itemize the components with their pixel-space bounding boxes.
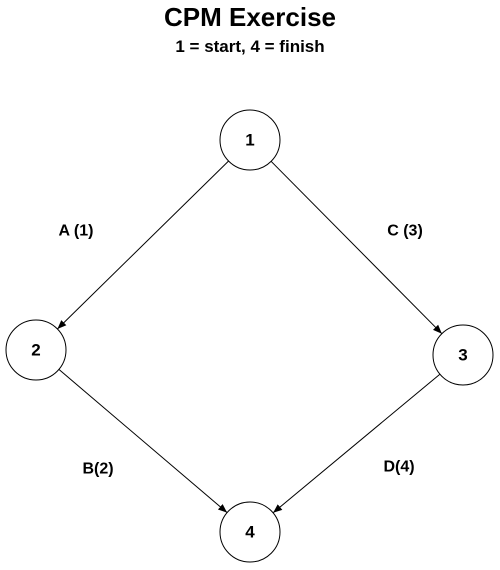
node-label-3: 3 bbox=[458, 346, 467, 365]
activity-label-c: C (3) bbox=[387, 223, 423, 240]
node-circle-2 bbox=[5, 319, 67, 381]
arrow-1-to-3 bbox=[270, 160, 443, 335]
edge-labels-layer: A (1) B(2) C (3) D(4) bbox=[59, 223, 423, 478]
node-label-4: 4 bbox=[245, 523, 255, 542]
activity-label-b: B(2) bbox=[82, 461, 113, 478]
diagram-subtitle: 1 = start, 4 = finish bbox=[175, 37, 325, 56]
node-label-2: 2 bbox=[31, 341, 40, 360]
node-4: 4 bbox=[219, 501, 281, 563]
arrow-3-to-4 bbox=[272, 373, 441, 514]
nodes-layer: 1 2 3 4 bbox=[5, 109, 494, 563]
node-3: 3 bbox=[432, 324, 494, 386]
node-2: 2 bbox=[5, 319, 67, 381]
node-circle-3 bbox=[432, 324, 494, 386]
edges-layer bbox=[57, 160, 443, 514]
node-circle-4 bbox=[219, 501, 281, 563]
diagram-title: CPM Exercise bbox=[164, 2, 336, 32]
arrow-2-to-4 bbox=[58, 369, 228, 513]
node-circle-1 bbox=[219, 109, 281, 171]
arrow-1-to-2 bbox=[57, 160, 229, 330]
node-label-1: 1 bbox=[245, 131, 254, 150]
activity-label-d: D(4) bbox=[383, 459, 414, 476]
node-1: 1 bbox=[219, 109, 281, 171]
activity-label-a: A (1) bbox=[59, 223, 94, 240]
